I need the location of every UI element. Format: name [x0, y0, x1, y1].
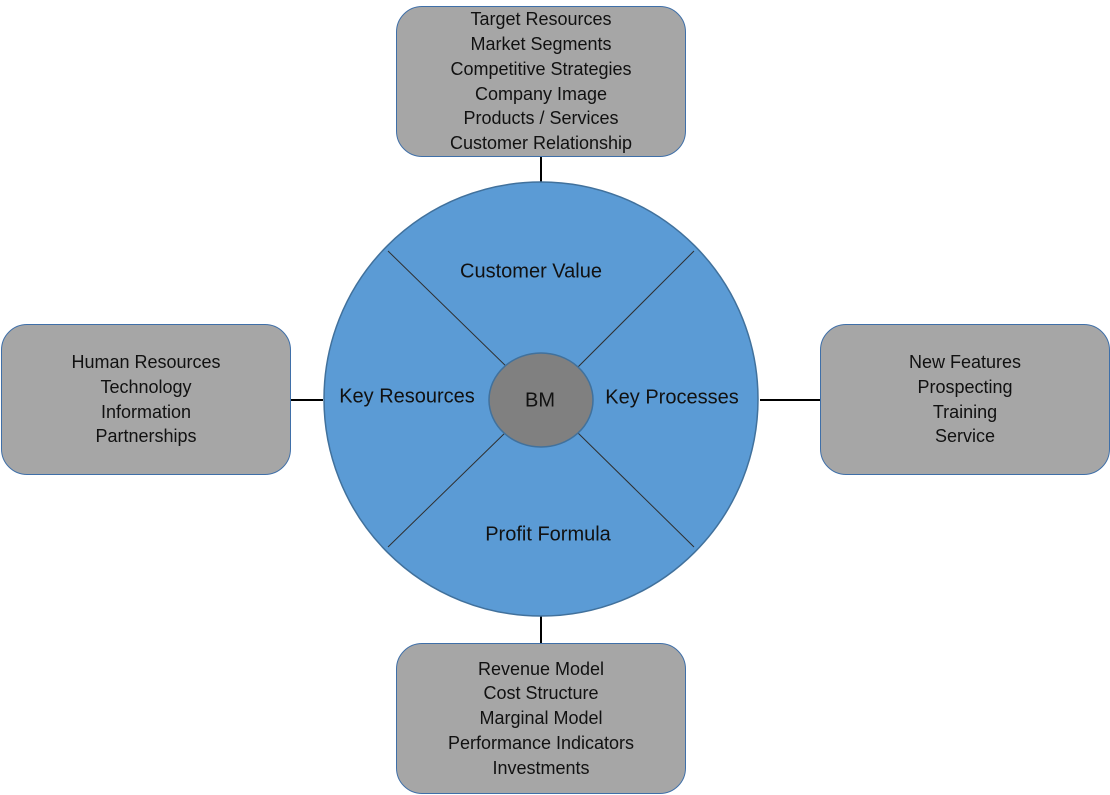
- key-processes-details-box: New Features Prospecting Training Servic…: [820, 324, 1110, 475]
- divider-top-left: [387, 250, 511, 371]
- center-label-bm: BM: [525, 389, 555, 412]
- box-item: Prospecting: [917, 376, 1013, 397]
- box-item: Target Resources: [470, 9, 612, 30]
- segment-label-profit-formula: Profit Formula: [485, 523, 611, 546]
- divider-bottom-left: [387, 429, 509, 548]
- box-item: Service: [934, 426, 996, 447]
- profit-formula-details-box: Revenue Model Cost Structure Marginal Mo…: [396, 643, 686, 794]
- box-item: Products / Services: [463, 108, 619, 129]
- key-resources-details-box: Human Resources Technology Information P…: [1, 324, 291, 475]
- customer-value-details-box: Target Resources Market Segments Competi…: [396, 6, 686, 157]
- box-item: Training: [932, 401, 998, 422]
- segment-label-key-resources: Key Resources: [339, 385, 475, 408]
- box-item: Cost Structure: [483, 683, 599, 704]
- box-item: Market Segments: [470, 33, 612, 54]
- box-item: Customer Relationship: [449, 133, 633, 154]
- divider-bottom-right: [577, 432, 695, 548]
- box-item: Information: [100, 401, 192, 422]
- center-bm-ellipse: [488, 352, 594, 448]
- box-item: Performance Indicators: [447, 732, 635, 753]
- box-item: Investments: [492, 757, 590, 778]
- box-item: New Features: [908, 351, 1022, 372]
- box-item: Revenue Model: [477, 658, 605, 679]
- box-item: Company Image: [474, 83, 608, 104]
- divider-top-right: [576, 250, 695, 369]
- box-item: Marginal Model: [479, 708, 603, 729]
- box-item: Competitive Strategies: [450, 58, 632, 79]
- box-item: Partnerships: [95, 426, 197, 447]
- box-item: Human Resources: [71, 351, 221, 372]
- segment-label-key-processes: Key Processes: [605, 386, 739, 409]
- segment-label-customer-value: Customer Value: [460, 260, 602, 283]
- box-item: Technology: [100, 376, 192, 397]
